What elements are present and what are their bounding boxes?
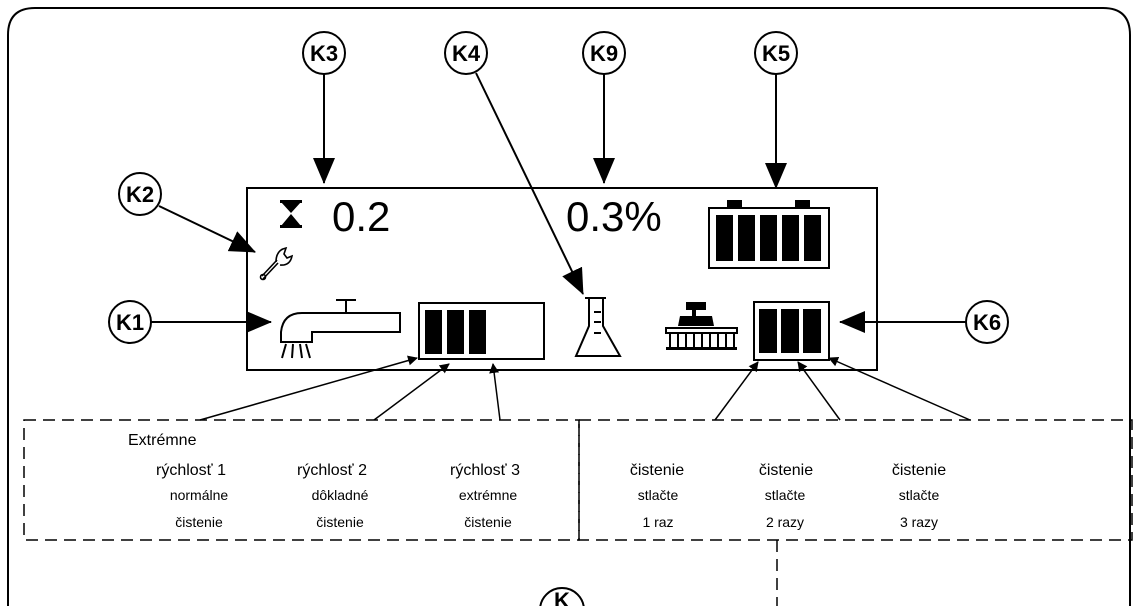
wrench-icon [259,246,294,281]
legend-left-box [23,419,580,541]
callout-k2-circle [118,172,162,216]
legend-item-title: čistenie [892,462,946,479]
callout-k9: K9 [582,31,626,184]
timer-value: 0.2 [332,193,390,240]
brush-bar-cell [803,309,821,353]
pressure-bar-cell [425,310,442,354]
brush-bar-cell [759,309,777,353]
callout-k4: K4 [444,31,584,295]
legend-left-item: rýchlosť 3 extrémne čistenie [450,462,520,530]
legend-item-line2: 3 razy [900,514,938,530]
concentration-value: 0.3% [566,193,662,240]
legend-right-pointers [714,357,971,421]
legend-item-title: rýchlosť 3 [450,462,520,479]
brush-bar-cell [781,309,799,353]
callout-k2-arrow [158,205,256,253]
hourglass-icon [280,200,302,228]
legend-item-line1: extrémne [459,487,518,503]
callout-k6-label: K6 [973,310,1001,335]
legend-item-line1: dôkladné [312,487,369,503]
callout-k4-circle [444,31,488,75]
brush-icon [665,302,738,350]
legend-item-line2: 2 razy [766,514,804,530]
pressure-bar-cell [469,310,486,354]
battery-cell [804,215,821,261]
legend-item-line1: normálne [170,487,229,503]
battery-cell [738,215,755,261]
callout-k5: K5 [754,31,798,189]
legend-right-item: čistenie stlačte 2 razy [759,462,813,530]
legend-left-item: rýchlosť 1 normálne čistenie [156,462,228,530]
legend-item-line1: stlačte [638,487,679,503]
callout-k1: K1 [108,300,272,344]
lcd-display [246,187,878,371]
brush-bars-frame [753,301,830,361]
callout-k4-label: K4 [452,41,481,66]
battery-cell [760,215,777,261]
callout-k-bottom-label: K [554,588,570,606]
callout-k3: K3 [302,31,346,184]
legend-item-title: čistenie [759,462,813,479]
legend-left-pointers [199,355,501,421]
legend-item-line2: čistenie [464,514,512,530]
legend-left-item: rýchlosť 2 dôkladné čistenie [297,462,369,530]
battery-icon [708,200,830,269]
outer-frame [7,7,1131,606]
pressure-bars [418,302,545,360]
spray-nozzle-icon [280,299,401,359]
legend-item-line1: stlačte [765,487,806,503]
callout-k5-label: K5 [762,41,790,66]
legend-right-item: čistenie stlačte 1 raz [630,462,684,530]
pressure-bar-cell [447,310,464,354]
legend-item-title: čistenie [630,462,684,479]
legend-item-line2: čistenie [175,514,223,530]
legend-item-line2: 1 raz [642,514,673,530]
callout-k9-label: K9 [590,41,618,66]
legend-item-line1: stlačte [899,487,940,503]
legend-item-title: rýchlosť 1 [156,462,226,479]
legend-right-box [578,419,1133,541]
callout-k3-label: K3 [310,41,338,66]
flask-icon [574,297,622,357]
callout-k2: K2 [118,172,256,253]
legend-item-title: rýchlosť 2 [297,462,367,479]
callout-k-bottom: K [539,587,585,606]
pressure-bars-frame [418,302,545,360]
battery-cell [782,215,799,261]
legend-right-item: čistenie stlačte 3 razy [892,462,946,530]
callout-k6: K6 [839,300,1009,344]
legend-item-line2: čistenie [316,514,364,530]
legend-left-heading: Extrémne [128,432,197,449]
battery-cell [716,215,733,261]
callout-k-bottom-circle [539,587,585,606]
callout-k1-label: K1 [116,310,144,335]
brush-bars [753,301,830,361]
callout-k2-label: K2 [126,182,154,207]
callout-k4-arrow [475,72,584,295]
